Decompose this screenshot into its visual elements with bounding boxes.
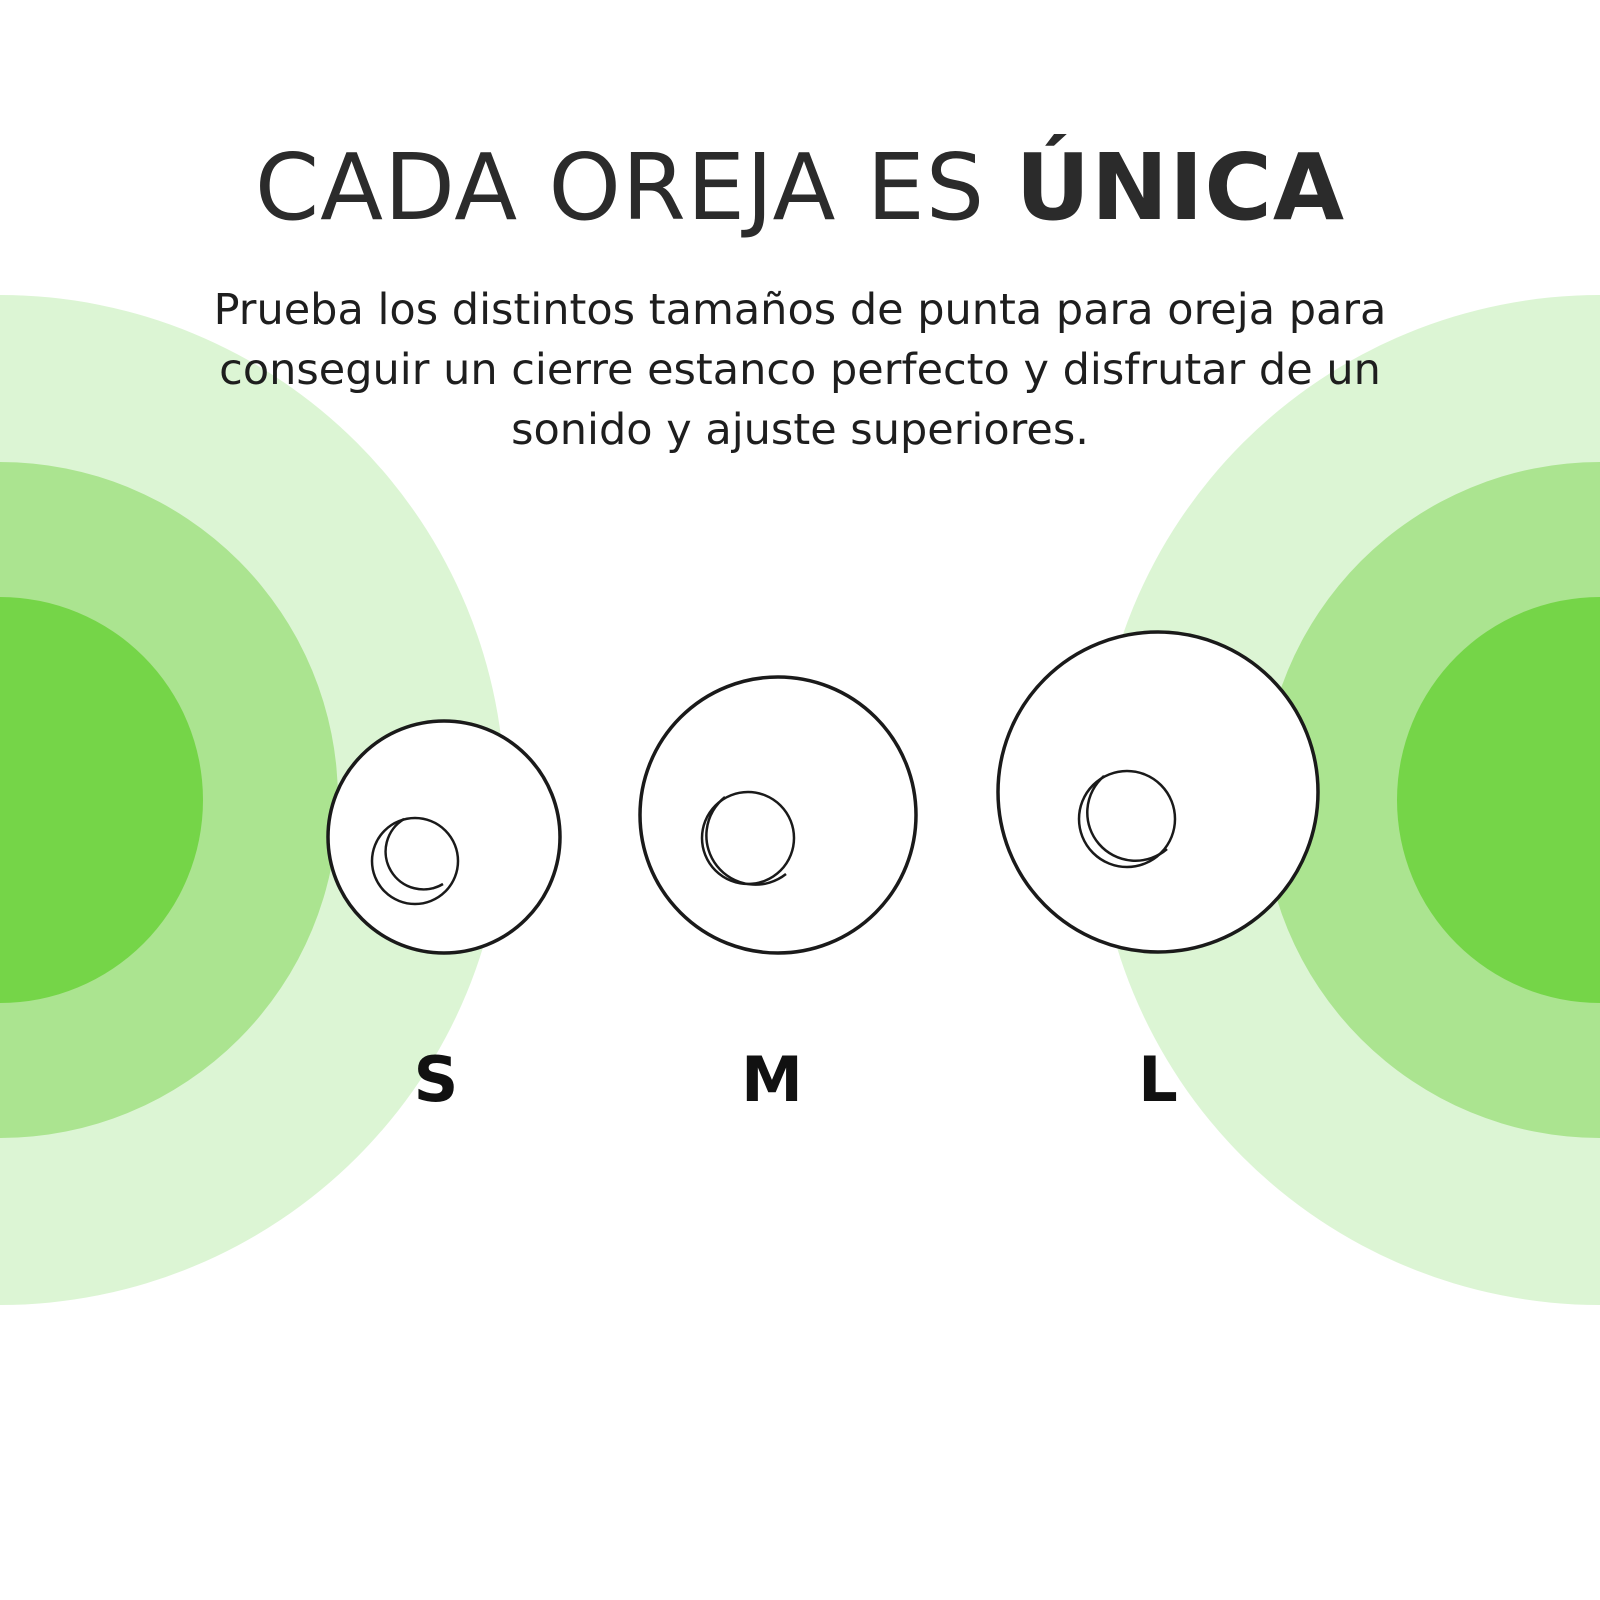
- left-green-rings: [0, 295, 505, 1305]
- headline-regular: CADA OREJA ES: [254, 134, 986, 241]
- subtitle: Prueba los distintos tamaños de punta pa…: [200, 280, 1400, 460]
- right-ring-inner: [1397, 597, 1600, 1003]
- subtitle-line-1: Prueba los distintos tamaños de punta pa…: [213, 285, 1387, 335]
- right-green-rings: [1095, 295, 1600, 1305]
- size-label-large: L: [1138, 1043, 1178, 1116]
- size-label-small: S: [413, 1043, 459, 1116]
- ear-tip-large-icon: [996, 630, 1320, 954]
- ear-tip-medium-icon: [638, 675, 918, 955]
- headline-emphasis: ÚNICA: [1015, 134, 1346, 241]
- left-ring-inner: [0, 597, 203, 1003]
- subtitle-line-3: sonido y ajuste superiores.: [511, 405, 1089, 455]
- size-label-medium: M: [741, 1043, 803, 1116]
- ear-tip-small-icon: [326, 719, 562, 955]
- headline: CADA OREJA ES ÚNICA: [0, 128, 1600, 248]
- subtitle-line-2: conseguir un cierre estanco perfecto y d…: [219, 345, 1381, 395]
